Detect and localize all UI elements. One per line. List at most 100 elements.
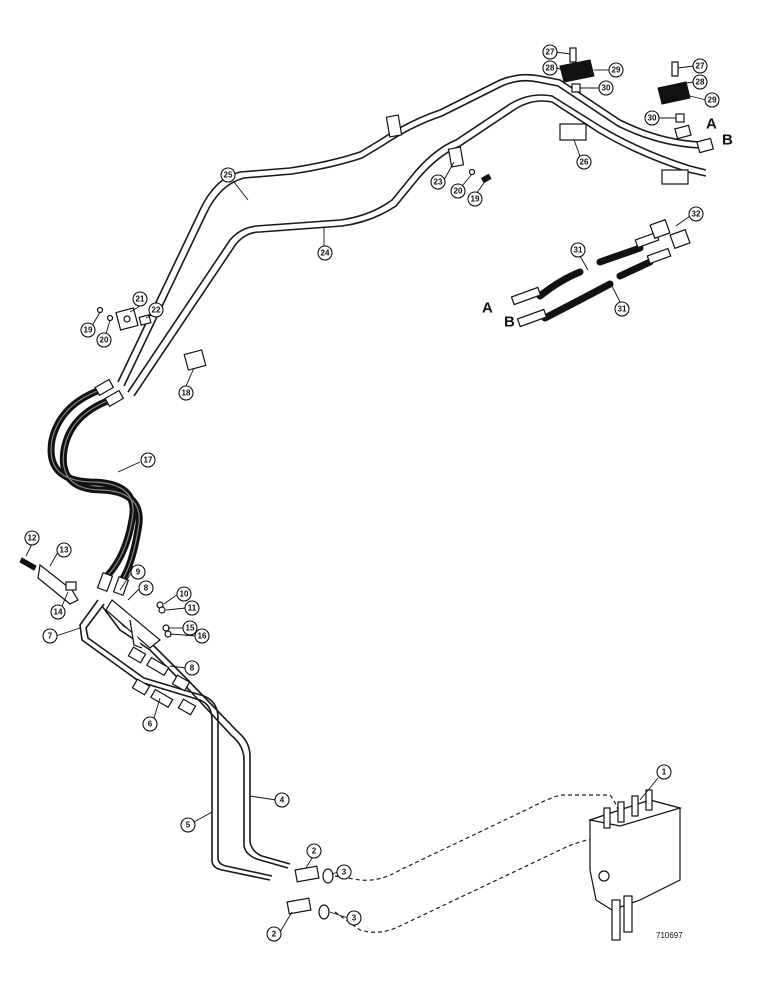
callout-number: 30 (602, 84, 611, 93)
callout-circle (178, 385, 194, 401)
callout-number: 10 (180, 590, 189, 599)
callout-number: 31 (574, 246, 583, 255)
callout-number: 11 (188, 604, 197, 613)
callout-circle (656, 764, 672, 780)
callout-number: 31 (618, 305, 627, 314)
callout-circle (542, 60, 558, 76)
callout-number: 3 (352, 914, 357, 923)
callout-14: 14 (50, 604, 66, 620)
callout-circle (148, 302, 164, 318)
callout-number: 22 (152, 306, 161, 315)
callout-circle (56, 542, 72, 558)
callout-number: 23 (434, 178, 443, 187)
callout-19a: 19 (80, 322, 96, 338)
callout-number: 2 (272, 930, 277, 939)
callout-circle (450, 183, 466, 199)
callout-18: 18 (178, 385, 194, 401)
callout-number: 8 (144, 584, 149, 593)
callout-circle (24, 530, 40, 546)
callout-number: 2 (312, 847, 317, 856)
callout-circle (317, 245, 333, 261)
callout-circle (336, 864, 352, 880)
callout-17: 17 (140, 452, 156, 468)
callout-19b: 19 (467, 191, 483, 207)
callout-number: 3 (342, 868, 347, 877)
callout-7: 7 (42, 628, 58, 644)
callout-circle (180, 817, 196, 833)
hose-assembly-17 (47, 378, 143, 596)
callout-circle (176, 586, 192, 602)
callout-29a: 29 (608, 62, 624, 78)
callout-22: 22 (148, 302, 164, 318)
callout-1: 1 (656, 764, 672, 780)
callout-number: 19 (84, 326, 93, 335)
callout-number: 24 (321, 249, 330, 258)
callout-number: 17 (144, 456, 153, 465)
callout-number: 18 (182, 389, 191, 398)
callout-2b: 2 (266, 926, 282, 942)
callout-number: 19 (471, 195, 480, 204)
callout-5: 5 (180, 817, 196, 833)
callout-number: 20 (100, 336, 109, 345)
callout-circle (96, 332, 112, 348)
callout-number: 28 (546, 64, 555, 73)
callout-27a: 27 (542, 44, 558, 60)
callout-28a: 28 (542, 60, 558, 76)
callout-21: 21 (132, 291, 148, 307)
callout-3b: 3 (346, 910, 362, 926)
callout-circle (266, 926, 282, 942)
callout-25: 25 (220, 167, 236, 183)
callout-28b: 28 (692, 74, 708, 90)
callout-26: 26 (576, 154, 592, 170)
callout-29b: 29 (704, 92, 720, 108)
callout-2a: 2 (306, 843, 322, 859)
callout-circle (570, 242, 586, 258)
clamp-23 (385, 114, 492, 184)
callout-circle (182, 620, 198, 636)
fittings-6-8 (127, 646, 197, 716)
callout-30a: 30 (598, 80, 614, 96)
figure-reference-number: 710697 (656, 931, 683, 940)
callout-circle (644, 110, 660, 126)
callout-circle (542, 44, 558, 60)
callout-circle (704, 92, 720, 108)
callout-23: 23 (430, 174, 446, 190)
callout-30b: 30 (644, 110, 660, 126)
callout-number: 28 (696, 78, 705, 87)
port-label-a-top: A (706, 116, 717, 133)
callout-circle (430, 174, 446, 190)
callouts: 1 2 2 3 3 4 5 6 7 8 8 9 10 11 12 13 14 1… (24, 44, 720, 942)
callout-circle (130, 564, 146, 580)
callout-number: 29 (612, 66, 621, 75)
callout-circle (614, 301, 630, 317)
clamp-blocks (559, 47, 691, 185)
callout-circle (132, 291, 148, 307)
callout-number: 14 (54, 608, 63, 617)
callout-circle (138, 580, 154, 596)
lower-fittings (286, 865, 334, 920)
small-hardware (156, 601, 172, 638)
callout-8b: 8 (138, 580, 154, 596)
callout-number: 5 (186, 821, 191, 830)
callout-20b: 20 (450, 183, 466, 199)
port-label-b-top: B (722, 132, 733, 149)
port-label-a-hose: A (482, 300, 493, 317)
control-valve (587, 789, 683, 941)
callout-number: 8 (190, 664, 195, 673)
callout-12: 12 (24, 530, 40, 546)
callout-15: 15 (182, 620, 198, 636)
callout-circle (140, 452, 156, 468)
upper-tube-24 (127, 94, 707, 397)
callout-circle (50, 604, 66, 620)
callout-number: 32 (692, 210, 701, 219)
dashed-lines-to-valve (334, 794, 621, 933)
callout-number: 27 (696, 62, 705, 71)
callout-11: 11 (184, 600, 200, 616)
callout-circle (692, 58, 708, 74)
callout-number: 29 (708, 96, 717, 105)
callout-circle (42, 628, 58, 644)
callout-8a: 8 (184, 660, 200, 676)
callout-circle (576, 154, 592, 170)
callout-number: 9 (136, 568, 141, 577)
